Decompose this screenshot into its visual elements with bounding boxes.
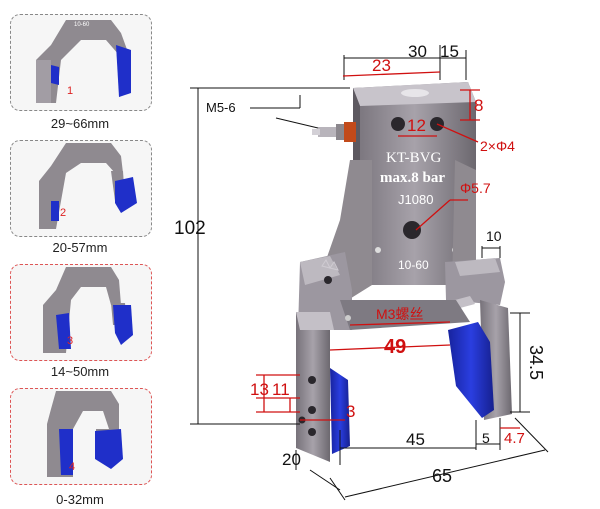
mount-hole-left [391, 117, 405, 131]
thumbnail-range-2: 20-57mm [52, 240, 108, 255]
body-size-text: 10-60 [398, 258, 429, 272]
dim-5: 5 [482, 430, 490, 446]
dim-holes: 2×Φ4 [480, 138, 515, 154]
dim-10: 10 [486, 228, 502, 244]
body-pressure-text: max.8 bar [380, 170, 445, 186]
dim-8: 8 [474, 96, 484, 115]
top-port-hole [401, 89, 429, 97]
center-hole [403, 221, 421, 239]
dim-3: 3 [346, 402, 356, 421]
thumbnail-number: 3 [67, 335, 74, 347]
gripper-thumb-image-3 [43, 267, 133, 353]
thumbnail-range-4: 0-32mm [56, 492, 104, 507]
dim-65: 65 [432, 466, 453, 486]
right-jaw [445, 160, 512, 420]
dimension-lines [190, 45, 549, 501]
dim-49: 49 [384, 336, 407, 358]
thumbnail-1: 1 [10, 14, 152, 111]
thumbnail-range-3: 14~50mm [50, 364, 110, 379]
air-fitting [312, 122, 356, 142]
thumbnail-number: 4 [69, 461, 76, 473]
dim-12: 12 [407, 116, 426, 135]
dim-23: 23 [372, 56, 391, 75]
dim-height: 102 [174, 218, 206, 239]
dim-thread: M3螺丝 [376, 306, 424, 322]
dim-30: 30 [408, 42, 427, 61]
dim-45: 45 [406, 430, 425, 449]
dim-port: M5-6 [206, 100, 236, 115]
thumb-body-label: 10-60 [74, 22, 90, 28]
dim-15: 15 [440, 42, 459, 61]
thumbnail-range-1: 29~66mm [50, 116, 110, 131]
dim-13: 13 [250, 380, 269, 399]
left-blue-pad [330, 368, 350, 454]
thumbnail-2: 2 [10, 140, 152, 237]
thumbnail-number: 2 [60, 207, 67, 219]
thumbnail-3: 3 [10, 264, 152, 361]
dim-34-5: 34.5 [526, 345, 546, 381]
left-jaw [296, 160, 372, 462]
body-model-text: J1080 [398, 192, 434, 207]
dim-11: 11 [272, 380, 290, 399]
red-dimension-lines [256, 71, 520, 429]
thumbnail-number: 1 [67, 85, 74, 97]
dim-4-7: 4.7 [504, 430, 525, 447]
dim-20: 20 [282, 450, 301, 469]
thumbnail-4: 4 [10, 388, 152, 485]
gripper-thumb-image-4 [47, 391, 123, 477]
gripper-thumb-image-1 [36, 20, 131, 103]
right-blue-pad [448, 322, 494, 418]
dim-phi57: Φ5.7 [460, 180, 491, 196]
gripper-thumb-image-2 [39, 143, 137, 229]
body-brand-text: KT-BVG [386, 150, 442, 166]
